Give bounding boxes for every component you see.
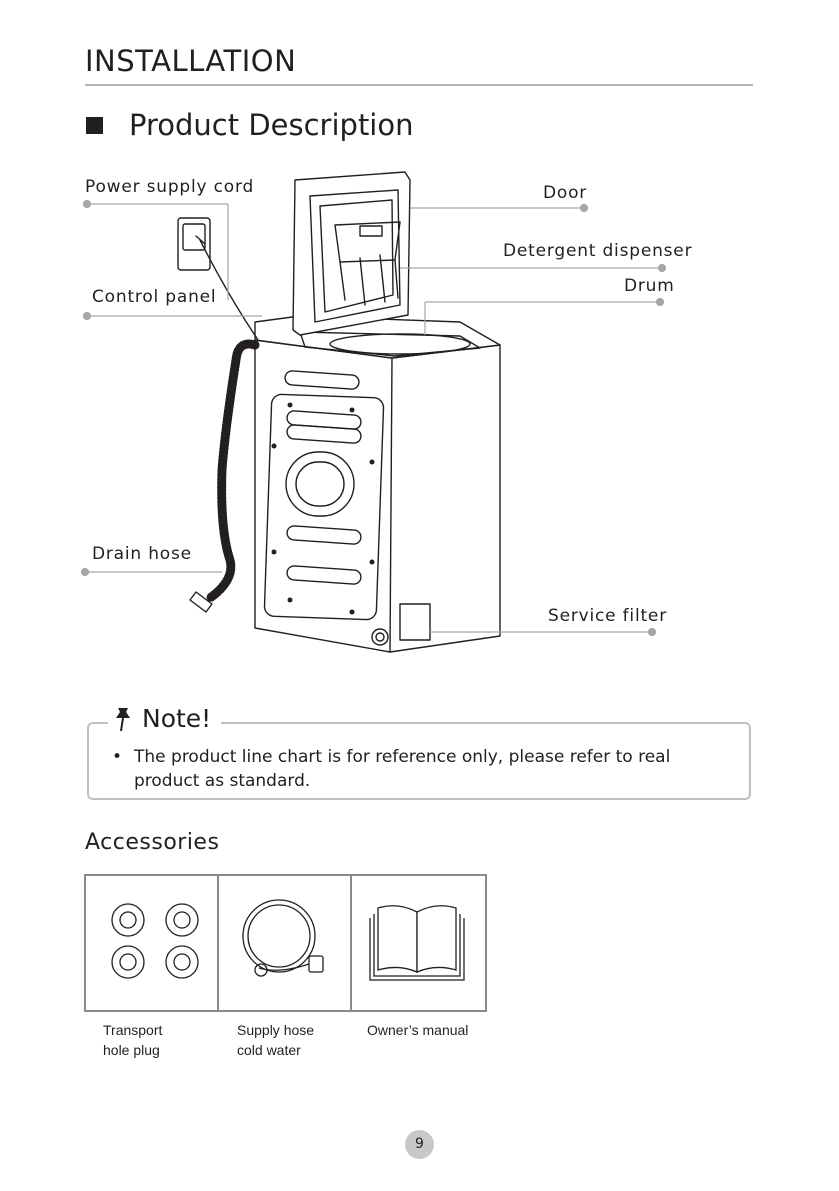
note-header: Note! <box>108 704 221 733</box>
note-title: Note! <box>142 704 211 733</box>
accessory-cell-owners-manual <box>352 876 485 1010</box>
page-number: 9 <box>405 1130 434 1159</box>
label-service-filter: Service filter <box>548 606 667 626</box>
label-drain-hose: Drain hose <box>92 544 192 564</box>
caption-owners-manual: Owner’s manual <box>367 1020 468 1040</box>
accessories-title: Accessories <box>85 830 219 855</box>
accessory-cell-transport-plug <box>86 876 219 1010</box>
accessory-cell-supply-hose <box>219 876 352 1010</box>
accessories-grid <box>84 874 487 1012</box>
caption-transport-plug: Transport hole plug <box>103 1020 162 1060</box>
manual-book-icon <box>352 876 482 1010</box>
label-power-supply-cord: Power supply cord <box>85 177 254 197</box>
transport-plug-icon <box>86 876 216 1010</box>
note-bullet: • <box>112 745 122 769</box>
label-detergent-dispenser: Detergent dispenser <box>503 241 692 261</box>
caption-supply-hose: Supply hose cold water <box>237 1020 314 1060</box>
supply-hose-icon <box>219 876 349 1010</box>
label-door: Door <box>543 183 587 203</box>
note-text: The product line chart is for reference … <box>134 745 734 793</box>
label-control-panel: Control panel <box>92 287 216 307</box>
label-drum: Drum <box>624 276 675 296</box>
washing-machine-diagram <box>0 0 839 700</box>
pushpin-icon <box>112 706 134 732</box>
